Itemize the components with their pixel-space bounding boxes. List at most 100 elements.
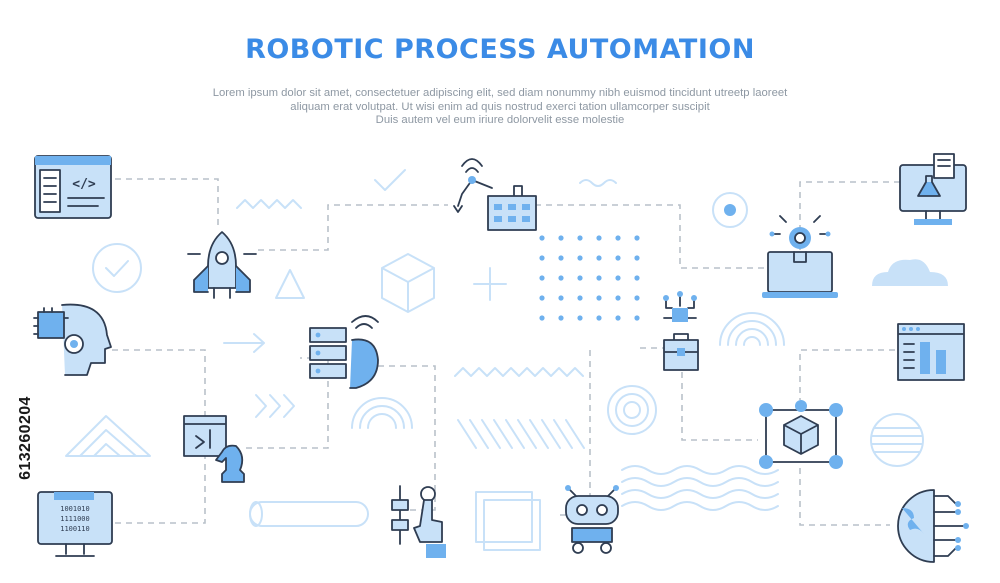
brain-circuit-icon (897, 489, 969, 563)
zigzag-shape (236, 199, 302, 209)
code-glyph: </> (72, 177, 96, 192)
code-window-icon: </> (34, 155, 112, 219)
subtitle-line: aliquam erat volutpat. Ut wisi enim ad q… (290, 100, 710, 113)
server-bot-icon (309, 315, 379, 389)
check-circle-shape (92, 243, 142, 293)
factory-robot-arm-icon (453, 158, 537, 231)
tube-shape (249, 501, 369, 527)
decorative-shapes (65, 169, 948, 551)
diagonal-stripes-shape (457, 419, 585, 449)
connector-line (640, 347, 758, 441)
zigzag-long-shape (454, 367, 584, 377)
connector-line (799, 349, 895, 400)
grid-dot (558, 255, 564, 261)
grid-dot (577, 255, 583, 261)
grid-dot (634, 295, 640, 301)
binary-monitor-icon: 1001010 1111000 1100110 (37, 491, 113, 557)
grid-dot (577, 315, 583, 321)
robot-vacuum-icon (187, 231, 257, 299)
grid-dot (596, 235, 602, 241)
dome-rings-shape (351, 397, 413, 429)
cube-network-icon (759, 400, 843, 469)
square-frame-shape (475, 491, 533, 543)
grid-dot (577, 275, 583, 281)
connector-line (378, 365, 436, 511)
check-mark-shape (105, 260, 129, 277)
grid-dot (558, 275, 564, 281)
grid-dot (615, 295, 621, 301)
grid-dot (634, 255, 640, 261)
lab-monitor-icon (899, 153, 967, 225)
connector-line (535, 204, 765, 269)
grid-dot (558, 295, 564, 301)
grid-dot (539, 315, 545, 321)
chevrons-shape (255, 394, 295, 418)
rover-robot-icon (565, 485, 619, 554)
stock-id: 613260204 (17, 396, 34, 480)
stock-id-column: 613260204 (11, 348, 41, 528)
grid-dot (577, 235, 583, 241)
cloud-shape (872, 259, 948, 286)
tube-cap-shape (249, 501, 263, 527)
concentric-ring-shape (607, 385, 657, 435)
laptop-idea-icon (762, 215, 838, 298)
binary-line: 1111000 (60, 515, 90, 523)
grid-dot (615, 275, 621, 281)
subtitle-text: Lorem ipsum dolor sit amet, consectetuer… (150, 87, 850, 128)
grid-dot (634, 275, 640, 281)
connector-line (258, 204, 448, 251)
dot-grid-shape (539, 235, 640, 321)
connector-line (115, 450, 206, 524)
icon-set: </> 1001010 1111000 1100110 (33, 153, 969, 563)
touch-workflow-icon (391, 485, 446, 558)
browser-chart-icon (897, 323, 965, 381)
mountain-pattern-shape (65, 415, 151, 457)
connector-line (115, 178, 219, 228)
cube-wire-shape (381, 253, 435, 313)
concentric-ring-shape (623, 401, 641, 419)
grid-dot (634, 235, 640, 241)
grid-dot (558, 235, 564, 241)
target-dot-shape (724, 204, 736, 216)
grid-dot (596, 255, 602, 261)
grid-dot (577, 295, 583, 301)
connector-line (799, 181, 900, 250)
tick-shape (374, 169, 406, 191)
binary-line: 1001010 (60, 505, 90, 513)
grid-dot (596, 315, 602, 321)
triangle-shape (275, 269, 305, 299)
grid-dot (596, 295, 602, 301)
binary-line: 1100110 (60, 525, 90, 533)
grid-dot (634, 315, 640, 321)
briefcase-chip-icon (663, 291, 699, 371)
grid-dot (539, 255, 545, 261)
grid-dot (615, 255, 621, 261)
connector-line (799, 468, 890, 526)
striped-circle-lines (871, 427, 923, 453)
grid-dot (539, 295, 545, 301)
connector-line (246, 357, 329, 449)
concentric-ring-shape (615, 393, 649, 427)
page-title: ROBOTIC PROCESS AUTOMATION (245, 34, 755, 65)
grid-dot (596, 275, 602, 281)
subtitle-line: Lorem ipsum dolor sit amet, consectetuer… (212, 87, 788, 99)
target-circle-shape (712, 192, 748, 228)
striped-circle-shape (870, 413, 924, 467)
connector-lines (112, 178, 900, 526)
grid-dot (539, 235, 545, 241)
chess-strategy-icon (183, 415, 245, 483)
ai-head-icon (33, 303, 112, 376)
grid-dot (539, 275, 545, 281)
arrow-shape (223, 333, 265, 353)
grid-dot (615, 235, 621, 241)
half-rings-shape (719, 312, 785, 346)
subtitle-line: Duis autem vel eum iriure dolorvelit ess… (375, 114, 625, 126)
connector-line (112, 349, 206, 435)
plus-shape (473, 267, 507, 301)
wave-lines-shape (621, 465, 779, 511)
grid-dot (615, 315, 621, 321)
square-frame-shape (483, 499, 541, 551)
grid-dot (558, 315, 564, 321)
